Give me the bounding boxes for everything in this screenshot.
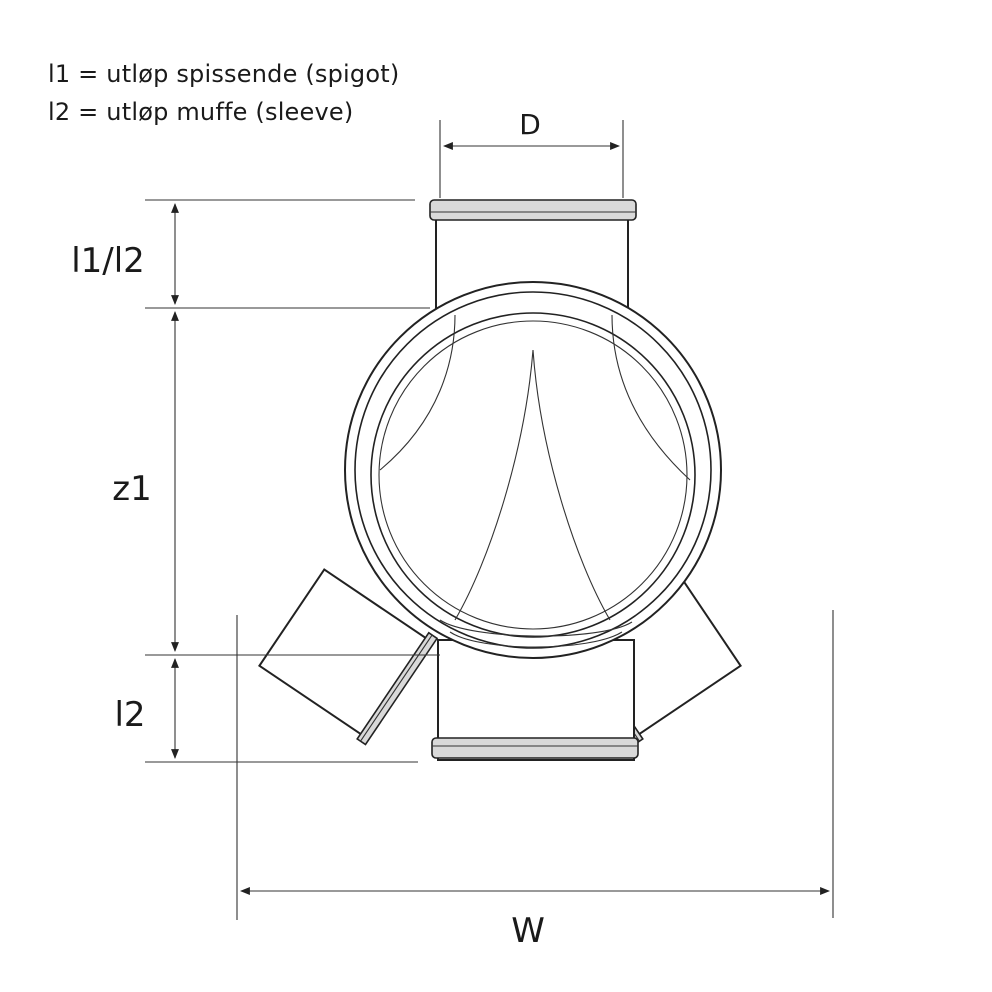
dimension-d: D bbox=[439, 108, 624, 198]
dimension-l1l2-label: l1/l2 bbox=[71, 241, 145, 281]
dimension-w-label: W bbox=[511, 911, 545, 951]
dimension-w: W bbox=[236, 610, 834, 951]
bottom-outlet bbox=[431, 639, 639, 761]
legend-line-spigot: l1 = utløp spissende (spigot) bbox=[48, 60, 400, 88]
dimension-vertical-chain: l1/l2 z1 l2 bbox=[71, 199, 440, 763]
dimension-z1-label: z1 bbox=[112, 469, 151, 509]
legend-line-sleeve: l2 = utløp muffe (sleeve) bbox=[48, 98, 354, 126]
main-chamber bbox=[344, 281, 722, 659]
dimension-d-label: D bbox=[519, 108, 541, 141]
left-branch-outlet bbox=[258, 568, 439, 746]
dimension-l2-label: l2 bbox=[114, 695, 145, 735]
